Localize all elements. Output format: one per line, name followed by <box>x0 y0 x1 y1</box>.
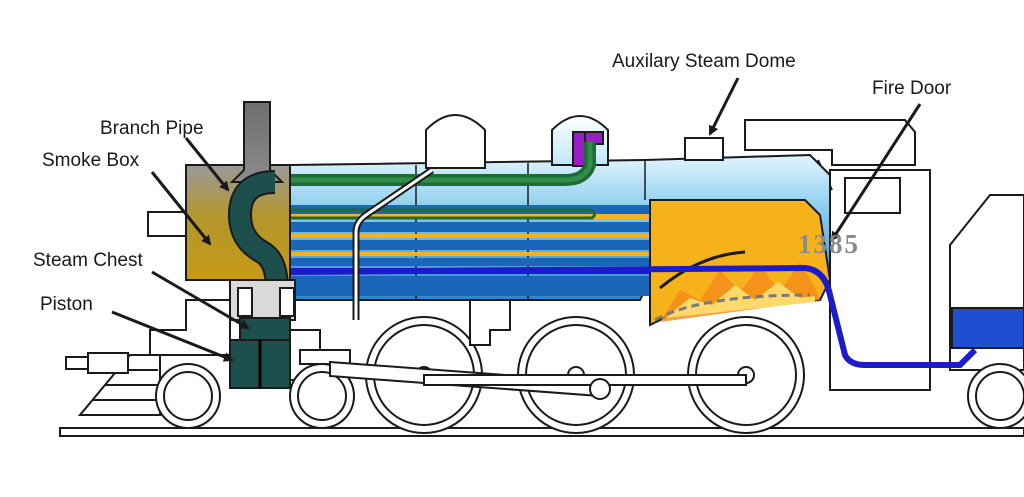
steam-dome <box>425 114 486 169</box>
firebox <box>649 199 832 327</box>
tender <box>949 194 1024 371</box>
sand-dome <box>551 115 609 167</box>
drive-rods <box>329 167 747 400</box>
cylinder-frame <box>229 279 296 321</box>
label-steam-chest: Steam Chest <box>33 250 143 271</box>
engine-number: 1385 <box>798 229 860 259</box>
arrow-auxiliary-steam-dome <box>708 77 740 136</box>
pointer-arrows <box>111 77 922 362</box>
arrow-piston <box>111 310 234 362</box>
label-fire-door: Fire Door <box>872 78 952 99</box>
arrow-smoke-box <box>150 171 212 246</box>
pilot <box>65 352 161 416</box>
track <box>59 427 1024 437</box>
label-branch-pipe: Branch Pipe <box>100 118 204 139</box>
auxiliary-steam-dome-body <box>684 137 724 161</box>
branch-pipe <box>227 170 289 320</box>
arrow-fire-door <box>830 103 922 242</box>
arrow-steam-chest <box>151 270 250 330</box>
label-piston: Piston <box>40 294 93 315</box>
firebox-water-pipe <box>289 264 978 368</box>
label-smoke-box: Smoke Box <box>42 150 140 171</box>
smokestack <box>229 101 285 183</box>
steam-chest <box>229 317 351 389</box>
label-auxiliary-steam-dome: Auxilary Steam Dome <box>612 51 796 72</box>
arrow-branch-pipe <box>184 137 230 192</box>
